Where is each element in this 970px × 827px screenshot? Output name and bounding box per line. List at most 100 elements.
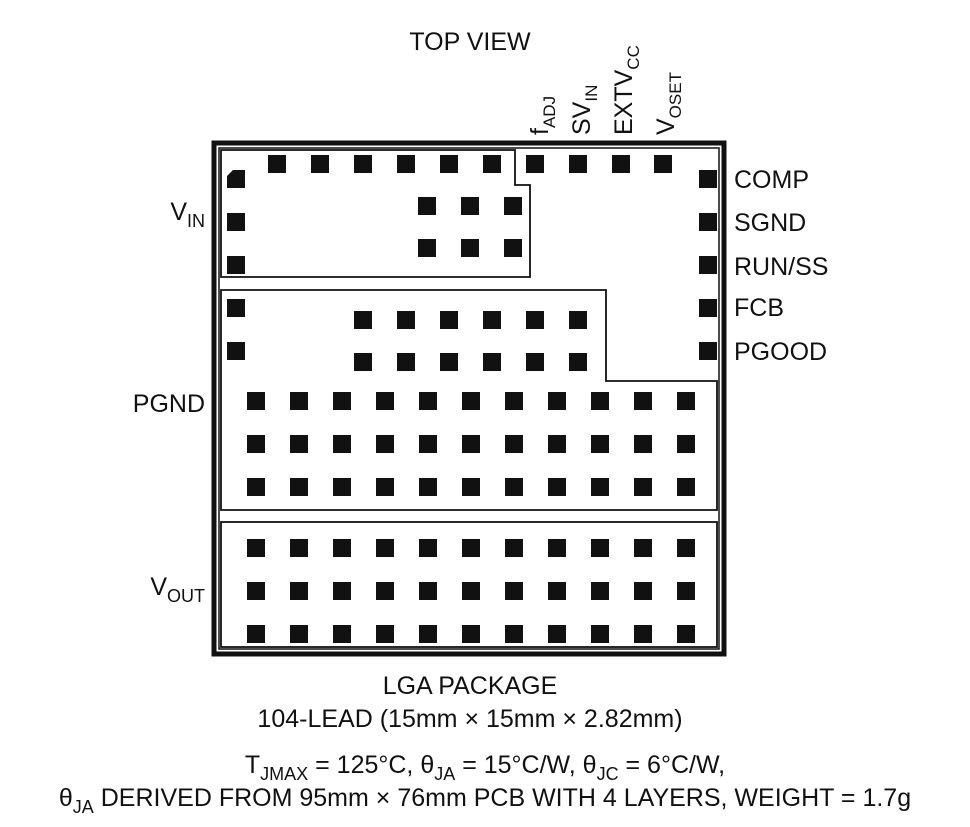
pad-vout: [591, 625, 609, 643]
pad-vout: [333, 582, 351, 600]
pad-signal-top: [654, 155, 672, 173]
pad-pgnd: [483, 311, 501, 329]
pad-pgnd: [247, 392, 265, 410]
pad-pgnd: [569, 353, 587, 371]
pad-pgnd: [333, 478, 351, 496]
pad-pgnd: [677, 435, 695, 453]
pad-signal-top: [569, 155, 587, 173]
pad-pgnd: [440, 311, 458, 329]
pad-pgnd: [548, 478, 566, 496]
pad-vout: [419, 582, 437, 600]
top-pin-label-voset: VOSET: [652, 72, 685, 135]
pad-vout: [677, 582, 695, 600]
vin-region-outline: [220, 149, 531, 278]
pad-vin-pin1: [227, 170, 245, 188]
pad-vout: [376, 539, 394, 557]
pad-pgnd: [419, 435, 437, 453]
pad-pgnd: [419, 478, 437, 496]
pad-pgnd: [376, 392, 394, 410]
pad-pgnd: [333, 392, 351, 410]
pad-pgnd: [227, 342, 245, 360]
pad-vin: [227, 213, 245, 231]
pad-vin: [227, 256, 245, 274]
pad-pgnd: [505, 478, 523, 496]
pad-array: [227, 155, 717, 643]
pad-vout: [591, 582, 609, 600]
pad-signal-right: [699, 256, 717, 274]
pad-vout: [634, 582, 652, 600]
right-pin-label-fcb: FCB: [734, 294, 784, 322]
view-title: TOP VIEW: [409, 28, 531, 56]
pad-pgnd: [333, 435, 351, 453]
right-pin-label-pgood: PGOOD: [734, 338, 827, 366]
pad-vout: [290, 539, 308, 557]
right-pin-label-sgnd: SGND: [734, 209, 806, 237]
top-pin-label-svin: SVIN: [568, 85, 601, 135]
package-inner-outline: [218, 147, 720, 650]
pad-signal-right: [699, 213, 717, 231]
pad-vin: [418, 197, 436, 215]
pad-pgnd: [462, 392, 480, 410]
pad-pgnd: [290, 478, 308, 496]
pad-vout: [333, 539, 351, 557]
pad-vin: [418, 239, 436, 257]
pad-pgnd: [591, 478, 609, 496]
pad-vout: [548, 582, 566, 600]
pad-vout: [462, 625, 480, 643]
pad-vout: [634, 539, 652, 557]
pad-pgnd: [376, 435, 394, 453]
pad-vin: [268, 155, 286, 173]
pad-pgnd: [505, 435, 523, 453]
pad-vin: [354, 155, 372, 173]
thermal-specs: TJMAX = 125°C, θJA = 15°C/W, θJC = 6°C/W…: [245, 751, 725, 784]
pad-vout: [419, 539, 437, 557]
pad-vout: [505, 625, 523, 643]
left-label-vout: VOUT: [150, 573, 205, 606]
pad-pgnd: [677, 478, 695, 496]
left-label-vin: VIN: [170, 198, 205, 231]
pad-vout: [548, 625, 566, 643]
pad-vout: [376, 625, 394, 643]
pad-pgnd: [526, 353, 544, 371]
pad-vout: [247, 539, 265, 557]
pad-vin: [461, 197, 479, 215]
pad-pgnd: [440, 353, 458, 371]
pad-vin: [483, 155, 501, 173]
pad-pgnd: [548, 392, 566, 410]
pad-vout: [462, 539, 480, 557]
pad-vout: [290, 625, 308, 643]
top-pin-label-fadj: fADJ: [526, 96, 559, 135]
left-label-pgnd: PGND: [133, 390, 205, 418]
vout-region-outline: [220, 521, 718, 648]
pad-vout: [462, 582, 480, 600]
pgnd-region-outline: [220, 289, 718, 511]
pad-vout: [376, 582, 394, 600]
pad-pgnd: [247, 435, 265, 453]
pad-pgnd: [569, 311, 587, 329]
package-name: LGA PACKAGE: [383, 672, 558, 700]
pad-pgnd: [526, 311, 544, 329]
pad-pgnd: [677, 392, 695, 410]
pad-vout: [419, 625, 437, 643]
pad-vin: [440, 155, 458, 173]
pad-vin: [397, 155, 415, 173]
pad-pgnd: [354, 353, 372, 371]
pad-pgnd: [591, 392, 609, 410]
package-dimensions: 104-LEAD (15mm × 15mm × 2.82mm): [257, 705, 682, 733]
pad-pgnd: [376, 478, 394, 496]
right-pin-label-comp: COMP: [734, 166, 809, 194]
pad-vout: [634, 625, 652, 643]
pad-pgnd: [397, 311, 415, 329]
pad-pgnd: [290, 435, 308, 453]
pad-pgnd: [548, 435, 566, 453]
pad-vout: [591, 539, 609, 557]
pad-vout: [290, 582, 308, 600]
pad-signal-right: [699, 299, 717, 317]
pad-pgnd: [634, 392, 652, 410]
pad-pgnd: [397, 353, 415, 371]
pad-vin: [504, 197, 522, 215]
pad-pgnd: [354, 311, 372, 329]
pad-signal-top: [612, 155, 630, 173]
pad-signal-top: [526, 155, 544, 173]
